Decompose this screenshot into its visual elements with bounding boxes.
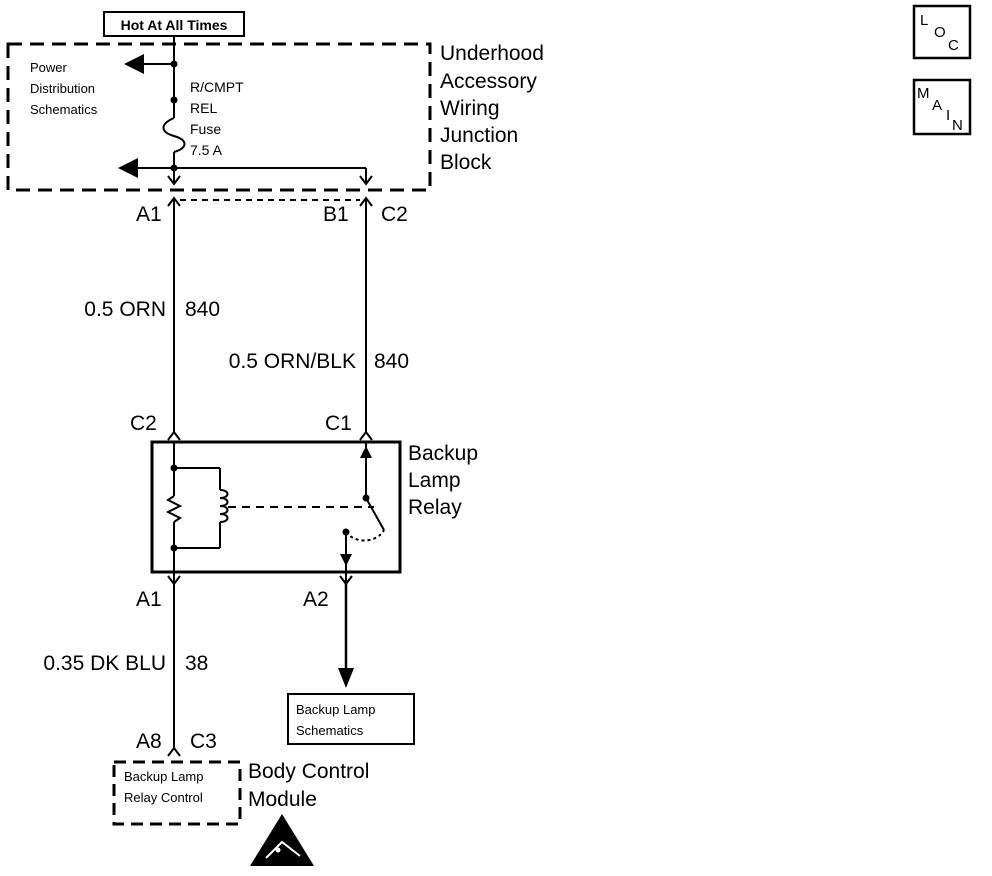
loc-button[interactable]: L O C bbox=[912, 4, 972, 60]
hot-label: Hot At All Times bbox=[121, 17, 228, 33]
wire-3-gauge: 0.35 DK BLU bbox=[43, 652, 166, 675]
svg-text:Backup Lamp: Backup Lamp bbox=[296, 702, 376, 717]
junction-block-outline bbox=[6, 42, 432, 192]
wire-1-circuit: 840 bbox=[185, 298, 220, 321]
bcm-name: Body Control Module bbox=[248, 760, 369, 811]
svg-text:A: A bbox=[932, 97, 942, 114]
relay-junction-dots bbox=[170, 464, 370, 552]
fuse-icon bbox=[162, 117, 186, 153]
svg-text:R/CMPT: R/CMPT bbox=[190, 79, 244, 95]
svg-text:Schematics: Schematics bbox=[30, 102, 98, 117]
bcm-function-label: Backup Lamp Relay Control bbox=[124, 769, 204, 805]
svg-text:Underhood: Underhood bbox=[440, 42, 544, 65]
bcm-c3-label: C3 bbox=[190, 730, 217, 753]
svg-text:Block: Block bbox=[440, 151, 492, 174]
relay-a1-label: A1 bbox=[136, 588, 162, 611]
svg-text:Backup Lamp: Backup Lamp bbox=[124, 769, 204, 784]
svg-text:Junction: Junction bbox=[440, 124, 518, 147]
main-button[interactable]: M A I N bbox=[912, 78, 972, 136]
relay-coil-circuit bbox=[165, 442, 229, 580]
svg-text:Fuse: Fuse bbox=[190, 121, 221, 137]
svg-text:Backup: Backup bbox=[408, 442, 478, 465]
svg-text:Distribution: Distribution bbox=[30, 81, 95, 96]
power-distribution-reference[interactable]: Power Distribution Schematics bbox=[30, 60, 98, 117]
svg-text:Module: Module bbox=[248, 788, 317, 811]
svg-text:Body Control: Body Control bbox=[248, 760, 369, 783]
fuse-label: R/CMPT REL Fuse 7.5 A bbox=[190, 79, 244, 158]
svg-text:I: I bbox=[946, 107, 950, 124]
svg-text:C: C bbox=[948, 37, 959, 54]
svg-text:7.5 A: 7.5 A bbox=[190, 142, 223, 158]
svg-text:Power: Power bbox=[30, 60, 68, 75]
svg-text:Wiring: Wiring bbox=[440, 97, 500, 120]
relay-top-connector-markers bbox=[167, 430, 373, 441]
svg-text:Relay Control: Relay Control bbox=[124, 790, 203, 805]
jb-b1-label: B1 bbox=[323, 203, 349, 226]
hot-at-all-times-box: Hot At All Times bbox=[103, 11, 245, 37]
svg-text:Relay: Relay bbox=[408, 496, 462, 519]
svg-text:L: L bbox=[920, 12, 928, 29]
backup-lamp-schematics-reference[interactable]: Backup Lamp Schematics bbox=[287, 693, 415, 745]
backup-lamp-relay-box bbox=[150, 440, 402, 574]
svg-text:N: N bbox=[952, 117, 963, 134]
wire-3-circuit: 38 bbox=[185, 652, 208, 675]
svg-text:Accessory: Accessory bbox=[440, 70, 537, 93]
wire-2-gauge: 0.5 ORN/BLK bbox=[229, 350, 356, 373]
resistor-icon bbox=[165, 495, 183, 523]
coil-icon bbox=[219, 489, 229, 523]
bcm-connector-markers bbox=[167, 746, 181, 757]
backup-lamp-arrow bbox=[338, 668, 354, 688]
relay-c2-label: C2 bbox=[130, 412, 157, 435]
jb-a1-label: A1 bbox=[136, 203, 162, 226]
wire-1-gauge: 0.5 ORN bbox=[84, 298, 166, 321]
relay-c1-label: C1 bbox=[325, 412, 352, 435]
jb-connector-markers bbox=[167, 196, 373, 207]
svg-text:Schematics: Schematics bbox=[296, 723, 364, 738]
svg-text:REL: REL bbox=[190, 100, 217, 116]
fuse-junction-dots bbox=[170, 60, 178, 172]
jb-c2-label: C2 bbox=[381, 203, 408, 226]
svg-text:O: O bbox=[934, 24, 946, 41]
relay-bottom-connector-markers bbox=[167, 575, 353, 586]
bcm-a8-label: A8 bbox=[136, 730, 162, 753]
svg-text:Lamp: Lamp bbox=[408, 469, 461, 492]
junction-block-name: Underhood Accessory Wiring Junction Bloc… bbox=[440, 42, 544, 174]
wire-2-circuit: 840 bbox=[374, 350, 409, 373]
fuse-feed-wiring bbox=[118, 36, 373, 186]
relay-a2-label: A2 bbox=[303, 588, 329, 611]
relay-switch-circuit bbox=[228, 442, 385, 580]
bcm-box-outline bbox=[112, 760, 242, 826]
relay-arrows bbox=[340, 446, 372, 566]
relay-name: Backup Lamp Relay bbox=[408, 442, 478, 519]
svg-text:M: M bbox=[917, 85, 930, 102]
relay-switch-arm bbox=[365, 497, 385, 531]
esd-sensitive-icon bbox=[250, 814, 314, 866]
